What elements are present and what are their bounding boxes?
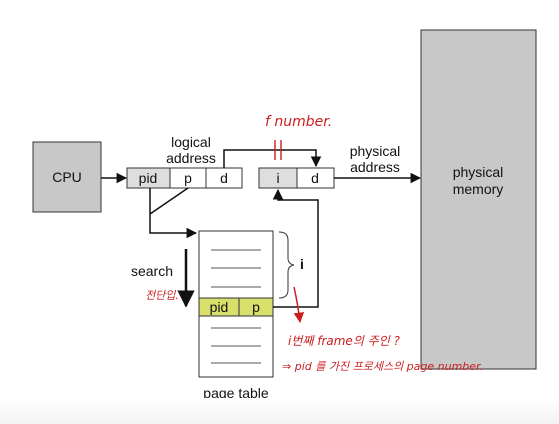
logical-address-label-line1: logical xyxy=(171,134,211,150)
physical-memory-label-line1: physical xyxy=(453,164,504,180)
search-note: 전단입. xyxy=(145,289,179,302)
page-table: pid p xyxy=(198,230,274,378)
logical-address-register: pid p d xyxy=(126,167,243,189)
physical-cell-i: i xyxy=(276,170,279,186)
cpu-box: CPU xyxy=(32,141,102,213)
physical-cell-d: d xyxy=(311,170,319,186)
logical-cell-p: p xyxy=(184,170,192,186)
frame-index-arrow xyxy=(272,188,319,308)
entry-p: p xyxy=(252,299,260,315)
pid-search-arrow xyxy=(149,188,198,239)
note-line-2: ⇒ pid 를 가진 프로세스의 page number. xyxy=(282,360,483,373)
physical-memory-box: physical memory xyxy=(420,29,537,370)
note-line-1: i번째 frame의 주인 ? xyxy=(288,334,401,348)
physical-memory-label-line2: memory xyxy=(453,181,504,197)
page-join-line xyxy=(149,187,189,215)
index-i-label: i xyxy=(300,256,304,272)
logical-cell-d: d xyxy=(220,170,228,186)
logical-cell-pid: pid xyxy=(139,170,158,186)
physical-address-label-line2: address xyxy=(350,159,400,175)
red-pointer-arrow xyxy=(293,286,305,324)
entry-pid: pid xyxy=(210,299,229,315)
physical-address-register: i d xyxy=(258,167,335,189)
offset-copy-arrow xyxy=(223,149,322,168)
page-table-label: page table xyxy=(203,385,269,401)
index-brace xyxy=(278,231,295,299)
bottom-band xyxy=(0,398,559,424)
logical-address-label-line2: address xyxy=(166,150,216,166)
page-table-entry-highlighted: pid p xyxy=(198,297,274,317)
physical-address-label-line1: physical xyxy=(350,143,401,159)
f-number-note: f number. xyxy=(265,114,332,130)
cpu-label: CPU xyxy=(52,169,82,185)
search-label: search xyxy=(131,263,173,279)
